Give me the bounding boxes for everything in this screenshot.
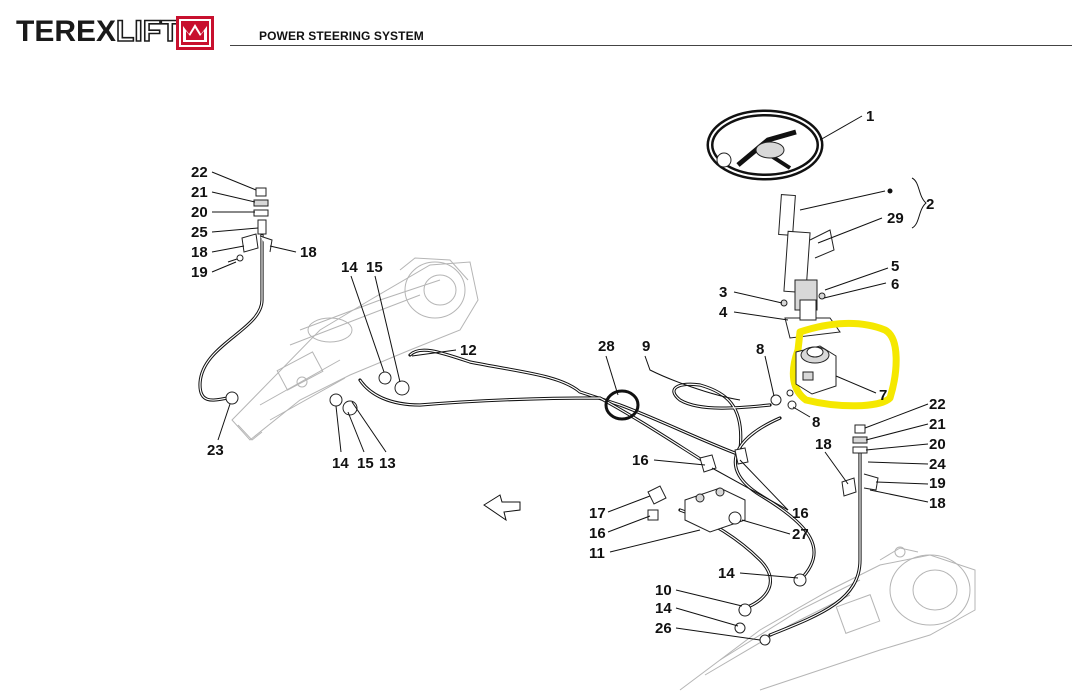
callout-20-right: 20	[929, 436, 946, 453]
callout-14-bottom: 14	[655, 600, 672, 617]
callout-29: 29	[887, 210, 904, 227]
front-axle-outline	[679, 546, 976, 691]
callout-7: 7	[879, 387, 887, 404]
callout-28: 28	[598, 338, 615, 355]
callout-8-lower: 8	[812, 414, 820, 431]
callout-18-right-2: 18	[929, 495, 946, 512]
callout-23: 23	[207, 442, 224, 459]
callout-18-right: 18	[815, 436, 832, 453]
fittings	[225, 187, 879, 646]
callout-4: 4	[719, 304, 728, 321]
callout-18-left-2: 18	[300, 244, 317, 261]
callout-19-right: 19	[929, 475, 946, 492]
callout-15-lower: 15	[357, 455, 374, 472]
callout-3: 3	[719, 284, 727, 301]
steering-unit-7	[786, 345, 837, 397]
callout-1: 1	[866, 108, 874, 125]
callout-5: 5	[891, 258, 899, 275]
callout-9: 9	[642, 338, 650, 355]
steering-column	[778, 194, 841, 339]
callout-27: 27	[792, 526, 809, 543]
rear-axle-outline	[231, 257, 479, 441]
callout-24: 24	[929, 456, 946, 473]
callout-labels: 1 2 29 5 6 3 4 8 7 8 9 28 12 14 15 14 15…	[191, 108, 946, 637]
callout-19-left: 19	[191, 264, 208, 281]
title-underline	[230, 45, 1072, 46]
callout-16-mid: 16	[632, 452, 649, 469]
callout-14-upper: 14	[341, 259, 358, 276]
logo-brand-outline: LIFT	[115, 14, 180, 49]
logo-brand-solid: TEREX	[16, 15, 117, 48]
callout-12: 12	[460, 342, 477, 359]
callout-21-left: 21	[191, 184, 208, 201]
callout-2: 2	[926, 196, 934, 213]
callout-22-left: 22	[191, 164, 208, 181]
steering-unit-highlight	[789, 320, 900, 410]
page-title: POWER STEERING SYSTEM	[259, 29, 424, 43]
callout-11: 11	[589, 545, 605, 562]
callout-15-upper: 15	[366, 259, 383, 276]
callout-6: 6	[891, 276, 899, 293]
callout-25: 25	[191, 224, 208, 241]
callout-8-upper: 8	[756, 341, 764, 358]
leader-lines	[211, 115, 929, 641]
callout-22-right: 22	[929, 396, 946, 413]
terex-crown-icon	[176, 16, 214, 50]
callout-16-left: 16	[589, 525, 606, 542]
callout-18-left: 18	[191, 244, 208, 261]
callout-10: 10	[655, 582, 672, 599]
callout-21-right: 21	[929, 416, 946, 433]
direction-arrow-icon	[483, 494, 521, 522]
terex-lift-logo: TEREXLIFT	[16, 14, 180, 50]
callout-17: 17	[589, 505, 606, 522]
callout-13: 13	[379, 455, 396, 472]
callout-16-right: 16	[792, 505, 809, 522]
crown-icon-graphic	[179, 19, 211, 47]
callout-26: 26	[655, 620, 672, 637]
steering-wheel	[706, 109, 824, 181]
callout-14-lower: 14	[332, 455, 349, 472]
callout-20-left: 20	[191, 204, 208, 221]
callout-14-front: 14	[718, 565, 735, 582]
header: TEREXLIFT POWER STEERING SYSTEM	[0, 0, 1072, 60]
